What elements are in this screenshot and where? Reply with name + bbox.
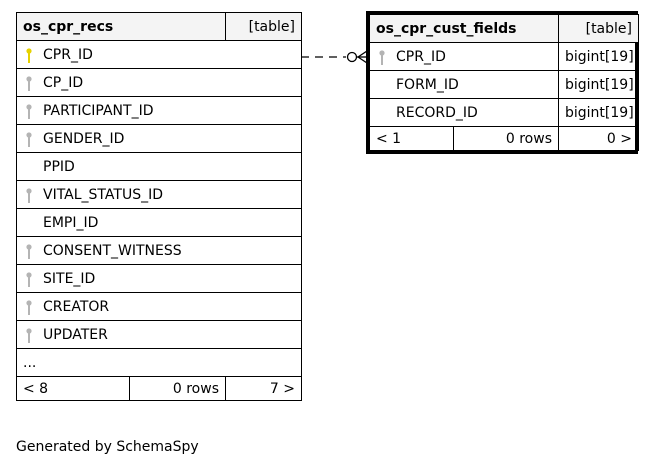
column-name-label: GENDER_ID: [43, 130, 125, 147]
column-row[interactable]: PPID: [16, 152, 302, 181]
column-type: bigint[19]: [558, 42, 639, 71]
column-name[interactable]: CPR_ID: [369, 42, 559, 71]
column-row[interactable]: CPR_ID bigint[19]: [369, 42, 639, 71]
relationship-crowfoot: [357, 50, 368, 58]
column-row[interactable]: RECORD_ID bigint[19]: [369, 98, 639, 127]
generated-by-label: Generated by SchemaSpy: [16, 439, 199, 455]
column-row[interactable]: PARTICIPANT_ID: [16, 96, 302, 125]
column-name-label: CPR_ID: [43, 46, 93, 63]
column-row[interactable]: CONSENT_WITNESS: [16, 236, 302, 265]
column-name[interactable]: CREATOR: [16, 292, 302, 321]
foreign-key-icon: [26, 132, 32, 147]
column-name-label: CP_ID: [43, 74, 84, 91]
column-name-label: RECORD_ID: [396, 104, 478, 121]
column-type: bigint[19]: [558, 70, 639, 99]
foreign-key-icon: [379, 50, 385, 65]
column-name[interactable]: GENDER_ID: [16, 124, 302, 153]
column-name-label: UPDATER: [43, 326, 108, 343]
column-name[interactable]: PPID: [16, 152, 302, 181]
table-type: [table]: [225, 12, 302, 41]
column-type: bigint[19]: [558, 98, 639, 127]
column-name[interactable]: UPDATER: [16, 320, 302, 349]
primary-key-icon: [26, 48, 32, 63]
foreign-key-icon: [26, 328, 32, 343]
row-count: 0 rows: [453, 126, 559, 151]
column-name-label: CREATOR: [43, 298, 110, 315]
foreign-key-icon: [26, 188, 32, 203]
table-header[interactable]: os_cpr_recs [table]: [16, 12, 302, 41]
foreign-key-icon: [26, 104, 32, 119]
column-name-label: PARTICIPANT_ID: [43, 102, 154, 119]
table-name[interactable]: os_cpr_recs: [16, 12, 226, 41]
column-name[interactable]: SITE_ID: [16, 264, 302, 293]
table-type: [table]: [558, 14, 639, 43]
more-columns-row: ...: [16, 348, 302, 377]
column-row[interactable]: EMPI_ID: [16, 208, 302, 237]
column-name-label: CONSENT_WITNESS: [43, 242, 182, 259]
column-name[interactable]: CPR_ID: [16, 40, 302, 69]
table-name[interactable]: os_cpr_cust_fields: [369, 14, 559, 43]
column-name-label: VITAL_STATUS_ID: [43, 186, 163, 203]
column-row[interactable]: FORM_ID bigint[19]: [369, 70, 639, 99]
column-name[interactable]: EMPI_ID: [16, 208, 302, 237]
column-row[interactable]: CPR_ID: [16, 40, 302, 69]
parents-count[interactable]: < 1: [369, 126, 454, 151]
column-name[interactable]: PARTICIPANT_ID: [16, 96, 302, 125]
table-footer: < 8 0 rows 7 >: [16, 376, 302, 401]
children-count[interactable]: 7 >: [225, 376, 302, 401]
column-name[interactable]: VITAL_STATUS_ID: [16, 180, 302, 209]
column-name[interactable]: CONSENT_WITNESS: [16, 236, 302, 265]
foreign-key-icon: [26, 272, 32, 287]
column-name-label: CPR_ID: [396, 48, 446, 65]
column-name[interactable]: CP_ID: [16, 68, 302, 97]
table-footer: < 1 0 rows 0 >: [369, 126, 639, 151]
children-count[interactable]: 0 >: [558, 126, 639, 151]
foreign-key-icon: [26, 300, 32, 315]
column-name-label: FORM_ID: [396, 76, 459, 93]
table-os-cpr-recs[interactable]: os_cpr_recs [table] CPR_ID CP_ID PARTICIPA…: [16, 12, 302, 401]
row-count: 0 rows: [129, 376, 226, 401]
relationship-optional-circle: [346, 51, 358, 63]
table-header[interactable]: os_cpr_cust_fields [table]: [369, 14, 639, 43]
column-name[interactable]: FORM_ID: [369, 70, 559, 99]
column-row[interactable]: CP_ID: [16, 68, 302, 97]
column-name[interactable]: RECORD_ID: [369, 98, 559, 127]
column-row[interactable]: GENDER_ID: [16, 124, 302, 153]
column-name-label: PPID: [43, 158, 75, 175]
foreign-key-icon: [26, 244, 32, 259]
column-row[interactable]: UPDATER: [16, 320, 302, 349]
column-row[interactable]: VITAL_STATUS_ID: [16, 180, 302, 209]
foreign-key-icon: [26, 76, 32, 91]
table-os-cpr-cust-fields[interactable]: os_cpr_cust_fields [table] CPR_ID bigint[…: [366, 11, 639, 154]
column-row[interactable]: SITE_ID: [16, 264, 302, 293]
column-name-label: SITE_ID: [43, 270, 96, 287]
parents-count[interactable]: < 8: [16, 376, 130, 401]
ellipsis: ...: [16, 348, 302, 377]
column-row[interactable]: CREATOR: [16, 292, 302, 321]
column-name-label: EMPI_ID: [43, 214, 99, 231]
